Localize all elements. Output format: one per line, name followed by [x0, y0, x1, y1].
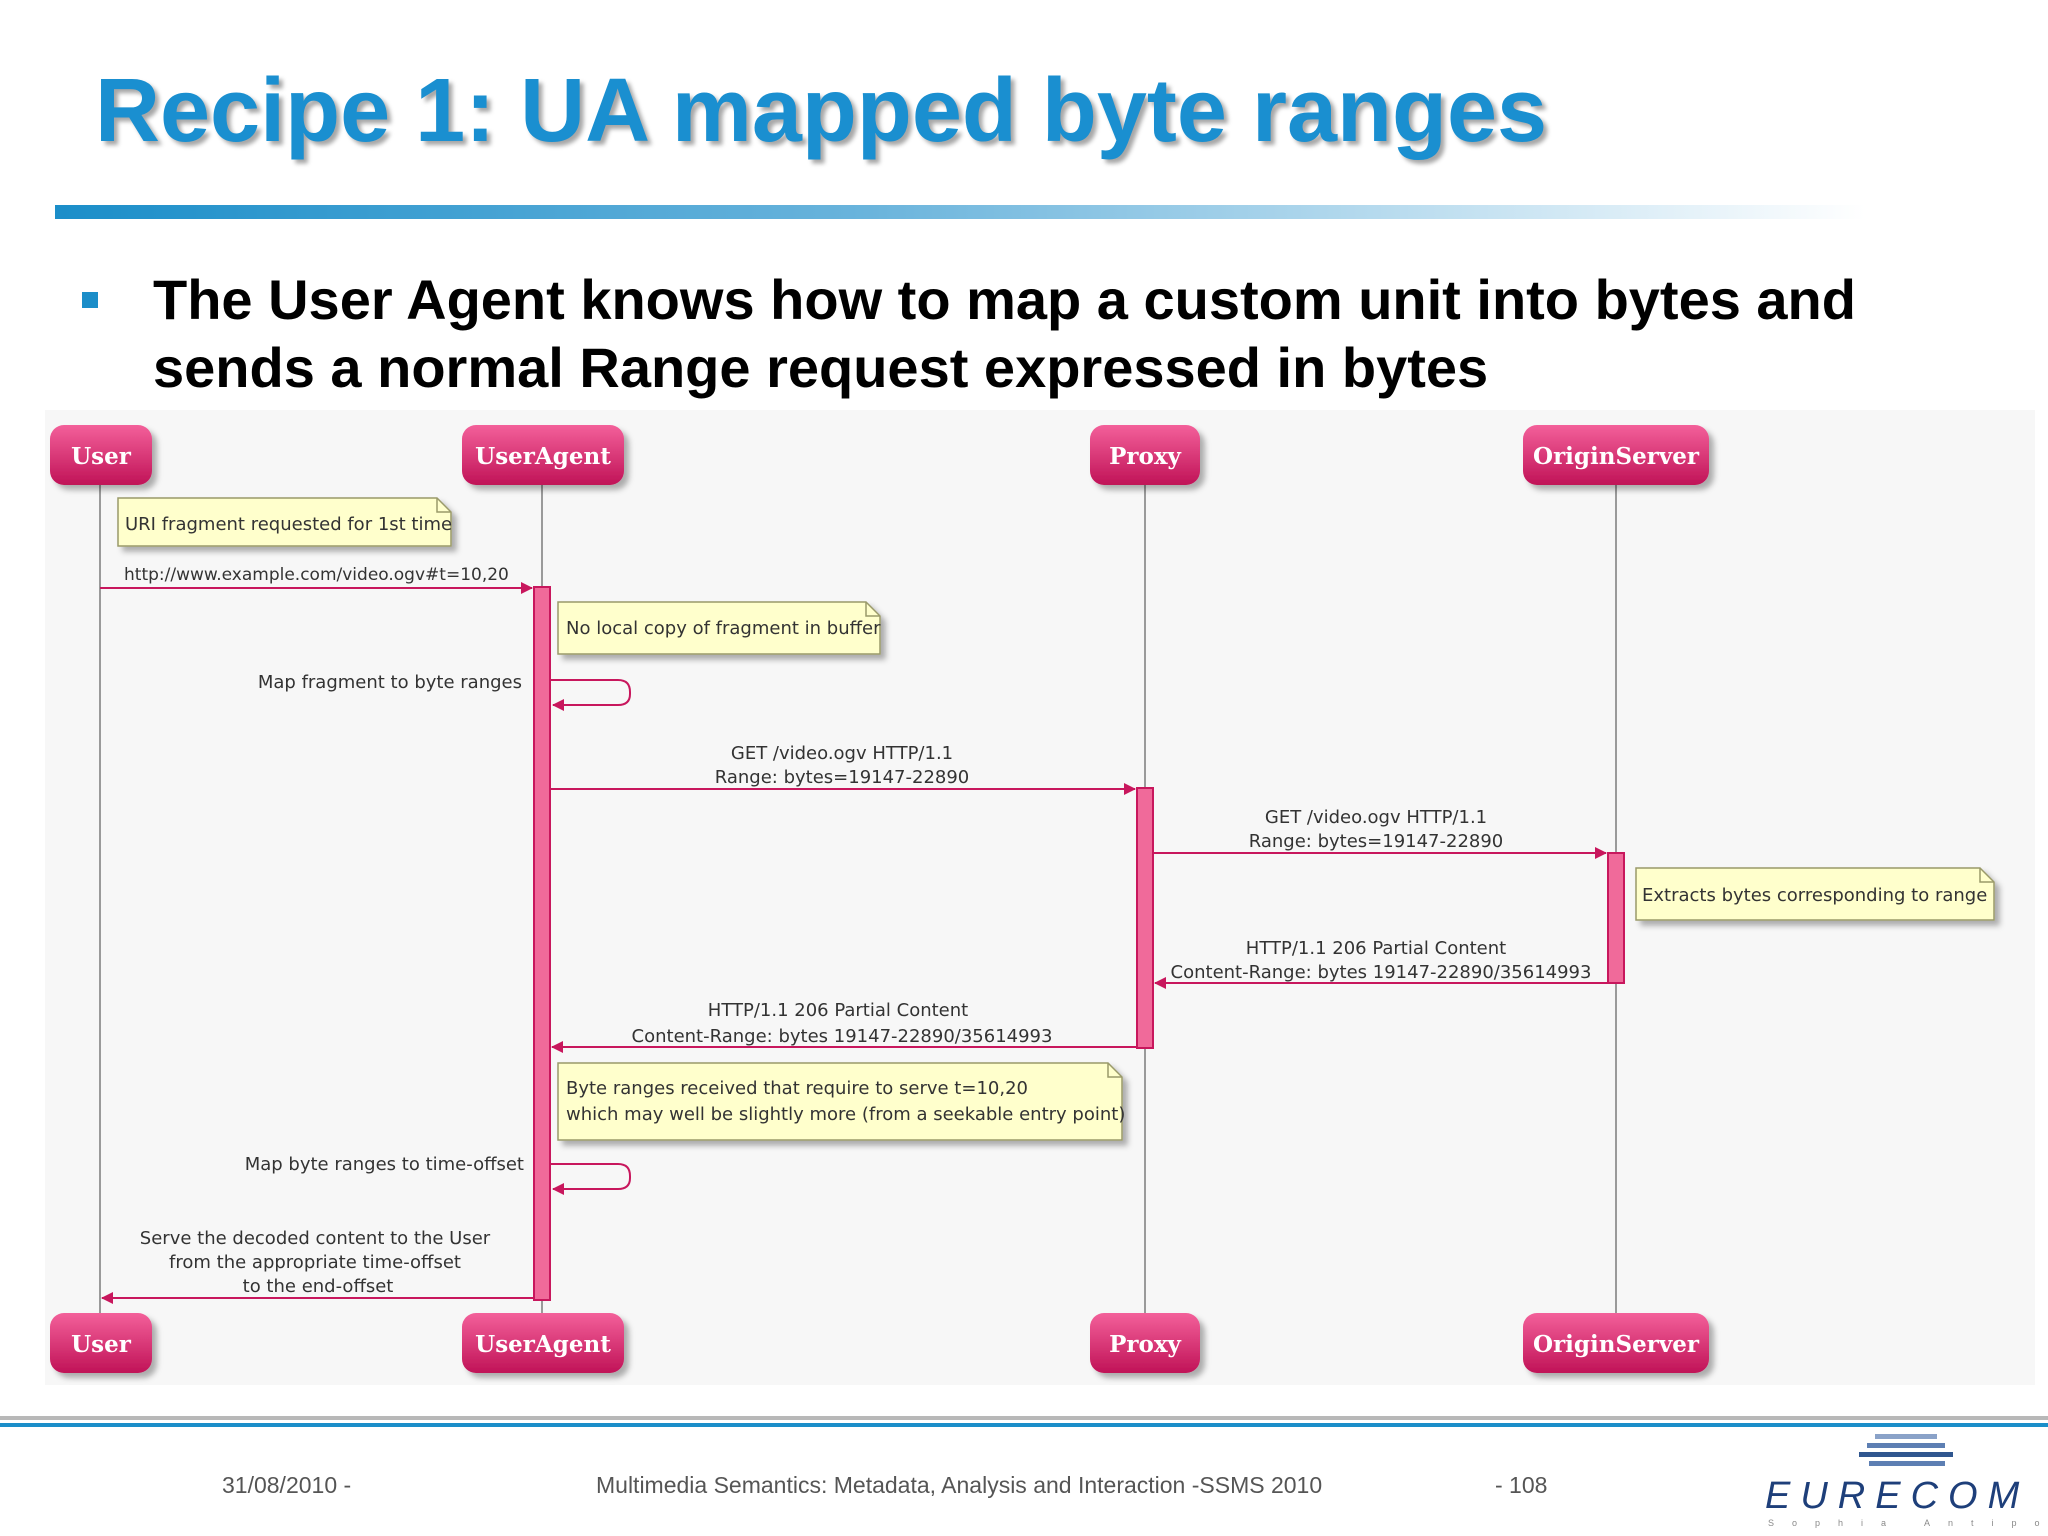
message-label-line-2: Content-Range: bytes 19147-22890/3561499…: [632, 1026, 1053, 1047]
participant-user-top: User: [50, 425, 152, 485]
message-label-line-3: to the end-offset: [243, 1276, 394, 1297]
bullet-text: The User Agent knows how to map a custom…: [153, 268, 1856, 399]
participant-label: UserAgent: [475, 443, 611, 470]
footer-date: 31/08/2010 -: [222, 1472, 352, 1498]
message-label-line-1: GET /video.ogv HTTP/1.1: [731, 743, 953, 764]
participant-proxy-top: Proxy: [1090, 425, 1200, 485]
message-label-line-2: Range: bytes=19147-22890: [715, 767, 970, 788]
message-arrow-self-map-byte-ranges: [551, 1163, 631, 1195]
activation-originserver: [1607, 852, 1625, 984]
note-no-local-copy: No local copy of fragment in buffer: [557, 601, 881, 655]
participant-useragent-bottom: UserAgent: [462, 1313, 624, 1373]
message-label-line-2: from the appropriate time-offset: [169, 1252, 461, 1273]
participant-label: User: [71, 443, 132, 470]
eurecom-logo-subtitle: Sophia Antipolis: [1768, 1518, 2048, 1528]
message-label-line-2: Range: bytes=19147-22890: [1249, 831, 1504, 852]
bullet-icon: [82, 292, 98, 308]
participant-label: Proxy: [1109, 443, 1181, 470]
slide-title: Recipe 1: UA mapped byte ranges: [95, 61, 1548, 161]
footer-rule-grey: [0, 1416, 2048, 1420]
participant-user-bottom: User: [50, 1313, 152, 1373]
participant-label: UserAgent: [475, 1331, 611, 1358]
note-text-line-2: which may well be slightly more (from a …: [566, 1104, 1125, 1125]
note-text-line-1: Byte ranges received that require to ser…: [566, 1078, 1028, 1099]
title-underline: [55, 205, 1865, 219]
message-label: http://www.example.com/video.ogv#t=10,20: [124, 565, 509, 585]
activation-useragent: [533, 586, 551, 1301]
message-label-line-2: Content-Range: bytes 19147-22890/3561499…: [1171, 962, 1592, 983]
footer-page-number: - 108: [1495, 1472, 1548, 1498]
message-label-line-1: GET /video.ogv HTTP/1.1: [1265, 807, 1487, 828]
participant-originserver-bottom: OriginServer: [1523, 1313, 1709, 1373]
activation-proxy: [1136, 787, 1154, 1049]
footer-course: Multimedia Semantics: Metadata, Analysis…: [596, 1472, 1323, 1498]
note-text: No local copy of fragment in buffer: [566, 618, 881, 639]
participant-label: OriginServer: [1533, 1331, 1700, 1358]
participant-proxy-bottom: Proxy: [1090, 1313, 1200, 1373]
eurecom-logo-text: EURECOM: [1765, 1475, 2030, 1517]
message-arrow-self-map-fragment: [551, 679, 631, 711]
message-label-line-1: Serve the decoded content to the User: [140, 1228, 491, 1249]
note-byte-ranges-received: Byte ranges received that require to ser…: [557, 1062, 1125, 1141]
eurecom-logo-icon: [1859, 1434, 1953, 1466]
message-label: Map fragment to byte ranges: [258, 672, 522, 693]
note-uri-fragment: URI fragment requested for 1st time: [117, 497, 452, 547]
participant-label: Proxy: [1109, 1331, 1181, 1358]
participant-label: User: [71, 1331, 132, 1358]
note-text: URI fragment requested for 1st time: [125, 514, 452, 535]
note-extracts-bytes: Extracts bytes corresponding to range: [1635, 867, 1995, 921]
message-label-line-1: HTTP/1.1 206 Partial Content: [1246, 938, 1506, 959]
footer-rule-blue: [0, 1423, 2048, 1427]
participant-label: OriginServer: [1533, 443, 1700, 470]
participant-useragent-top: UserAgent: [462, 425, 624, 485]
participant-originserver-top: OriginServer: [1523, 425, 1709, 485]
message-label-line-1: HTTP/1.1 206 Partial Content: [708, 1000, 968, 1021]
note-text: Extracts bytes corresponding to range: [1642, 885, 1987, 906]
message-label: Map byte ranges to time-offset: [245, 1154, 524, 1175]
